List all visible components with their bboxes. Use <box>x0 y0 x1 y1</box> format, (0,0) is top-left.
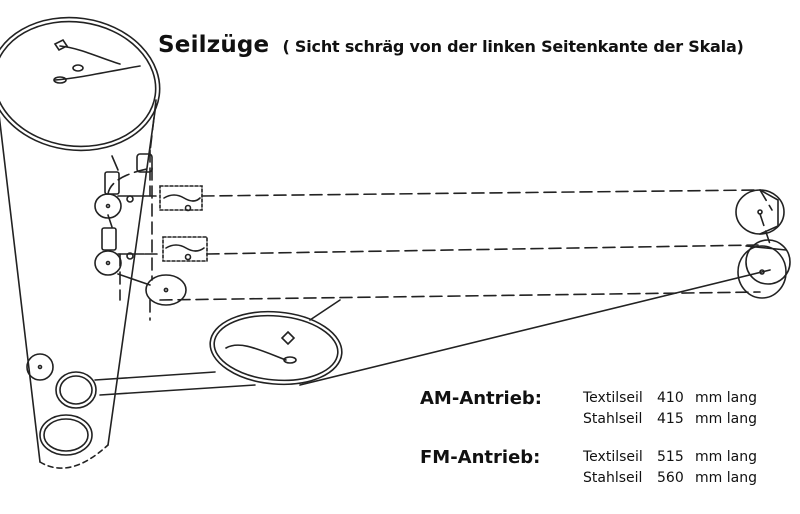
fm-textile-cord-row: Textilseil 515 mm lang <box>583 447 757 467</box>
tuning-drum <box>0 16 161 469</box>
am-textile-cord-row: Textilseil 410 mm lang <box>583 388 757 408</box>
tuning-knob-shaft <box>26 353 97 456</box>
fm-drive-label: FM-Antrieb: <box>420 447 541 468</box>
fm-pointer-carriage <box>162 236 208 262</box>
cord-unit: mm lang <box>695 390 757 406</box>
idler-pulley <box>145 274 187 306</box>
spring-drum <box>209 310 343 386</box>
cord-type: Textilseil <box>583 390 643 406</box>
cord-length: 410 <box>657 390 684 406</box>
cord-coupling <box>136 153 153 173</box>
cord-length: 515 <box>657 449 684 465</box>
cord-runs <box>107 99 773 321</box>
diagram-title: Seilzüge ( Sicht schräg von der linken S… <box>158 32 744 58</box>
cord-type: Stahlseil <box>583 411 643 427</box>
right-lower-pulley <box>737 239 791 299</box>
cord-type: Stahlseil <box>583 470 643 486</box>
cord-unit: mm lang <box>695 470 757 486</box>
fm-steel-cord-row: Stahlseil 560 mm lang <box>583 468 757 488</box>
lower-guide-pulley <box>94 214 145 276</box>
am-drive-label: AM-Antrieb: <box>420 388 543 409</box>
cord-unit: mm lang <box>695 449 757 465</box>
am-steel-cord-row: Stahlseil 415 mm lang <box>583 409 757 429</box>
cord-length: 560 <box>657 470 684 486</box>
title-subtitle: ( Sicht schräg von der linken Seitenkant… <box>282 37 744 56</box>
solid-cords <box>94 269 771 396</box>
upper-guide-pulley <box>94 155 145 219</box>
drum-cord-spring <box>53 38 141 84</box>
right-upper-pulley <box>735 189 785 235</box>
cord-unit: mm lang <box>695 411 757 427</box>
title-main: Seilzüge <box>158 32 270 58</box>
am-pointer-carriage <box>159 185 203 212</box>
cord-type: Textilseil <box>583 449 643 465</box>
cord-length: 415 <box>657 411 684 427</box>
